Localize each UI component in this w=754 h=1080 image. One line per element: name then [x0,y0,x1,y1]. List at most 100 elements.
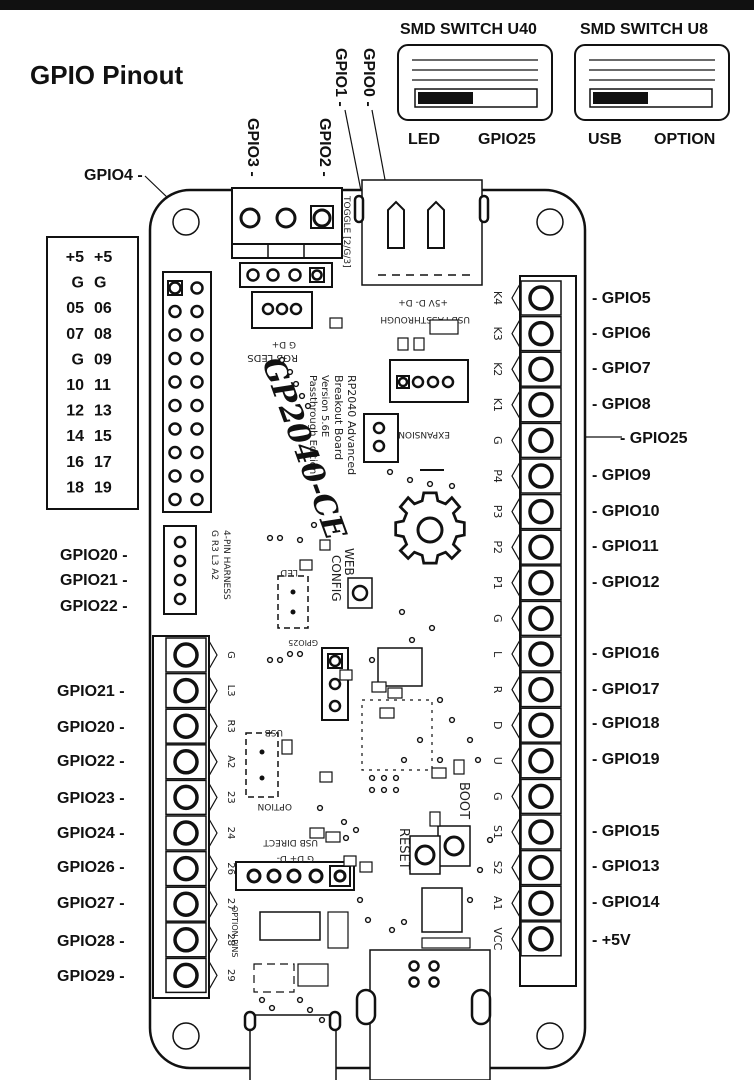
header-pin [168,398,182,413]
label-gpio1: GPIO1 - [332,48,349,107]
right-terminal [520,387,562,423]
header-table-right-cell: 09 [94,351,112,368]
label-gpio4: GPIO4 - [84,167,143,184]
left-edge-label: A2 [225,755,236,768]
left-edge-label: R3 [225,720,236,733]
via-dot [388,926,396,934]
right-edge-label: L [491,651,504,658]
via-dot [466,896,474,904]
harness-pins-label: G R3 L3 A2 [209,530,219,580]
right-terminal-label: - GPIO11 [592,538,659,555]
four-pin-harness [163,525,197,615]
via-dot [392,774,400,782]
via-dot [306,1006,314,1014]
right-terminal-label: - GPIO15 [592,823,660,840]
header-table-left-cell: 12 [66,403,84,420]
header-pin [168,445,182,460]
right-terminal-label: - GPIO6 [592,325,651,342]
led-board-label: LED [280,567,298,577]
via-dot [448,716,456,724]
boot-label: BOOT [456,782,471,819]
switch-u40-slider [418,92,473,104]
via-dot [296,650,304,658]
right-edge-label: K2 [491,362,504,376]
twenty-pin-header [162,271,212,513]
right-terminal [520,493,562,530]
header-table-left-cell: 05 [66,300,84,317]
usb-passthrough-label: USB PASSTHROUGH [380,314,470,324]
via-dot [276,534,284,542]
left-edge-label: G [225,651,236,659]
smd-component [371,681,387,693]
header-table-right-cell: 17 [94,454,112,471]
right-terminal-label: - GPIO10 [592,503,660,520]
switch-u8-heading: SMD SWITCH U8 [580,21,708,38]
via-dot [398,608,406,616]
right-terminal [520,849,562,886]
harness-label-gpio22: GPIO22 - [60,598,128,615]
left-terminal-label: GPIO22 - [57,753,125,770]
right-terminal-label: - GPIO14 [592,894,660,911]
via-dot [416,736,424,744]
right-terminal [520,636,562,672]
label-gpio0: GPIO0 - [360,48,377,107]
header-table-right-cell: 19 [94,479,112,496]
smd-component [359,861,373,873]
header-table-left-cell: +5 [66,249,84,266]
via-dot [286,650,294,658]
via-dot [268,1004,276,1012]
smd-component [379,707,395,719]
harness-label-gpio20: GPIO20 - [60,547,128,564]
via-dot [380,774,388,782]
header-pin [190,492,204,507]
via-dot [428,624,436,632]
via-dot [276,656,284,664]
usb-pins-label: +5V D- D+ [398,297,448,307]
right-terminal-label: - GPIO18 [592,715,660,732]
gear-icon [394,491,466,565]
option-pins-label: OPTION PINS [230,906,239,957]
toggle-header [239,262,333,288]
left-edge-label: 24 [225,827,236,840]
option-board-label: OPTION [258,801,292,811]
via-dot [292,380,300,388]
label-gpio3: GPIO3 - [244,118,261,177]
switch-u8-right-label: OPTION [654,131,715,148]
via-dot [286,368,294,376]
right-terminal [520,565,562,601]
left-terminal [165,744,207,780]
smd-switch-u40: SMD SWITCH U40 LED GPIO25 [397,21,553,148]
left-terminal-label: GPIO27 - [57,895,125,912]
header-table-left-cell: G [72,275,84,292]
right-terminal-label: - GPIO13 [592,858,660,875]
header-pin [190,422,204,436]
right-edge-label: D [491,721,504,729]
left-terminal-block [152,635,218,999]
expansion-connector [363,413,399,463]
gpio25-board-label: GPIO25 [288,638,318,647]
right-terminal [520,529,562,565]
left-edge-label: L3 [225,685,236,697]
header-pin [168,375,182,389]
via-dot [296,536,304,544]
right-edge-label: G [491,614,504,623]
smd-component [309,827,325,839]
via-dot [266,656,274,664]
via-dot [474,756,482,764]
header-pin [190,445,204,460]
label-gpio2: GPIO2 - [316,118,333,177]
smd-component [299,559,313,571]
smd-component [281,739,293,755]
right-terminal [520,671,562,708]
via-dot [368,786,376,794]
via-dot [426,480,434,488]
crystal-x1 [377,647,423,687]
header-pin [190,469,204,483]
u2-chip [421,887,463,933]
left-terminal-label: GPIO29 - [57,968,125,985]
header-pin [190,281,204,295]
via-dot [364,916,372,924]
header-table-left-cell: 07 [66,326,84,343]
header-pin [190,375,204,389]
right-terminal-label: - GPIO5 [592,290,651,307]
